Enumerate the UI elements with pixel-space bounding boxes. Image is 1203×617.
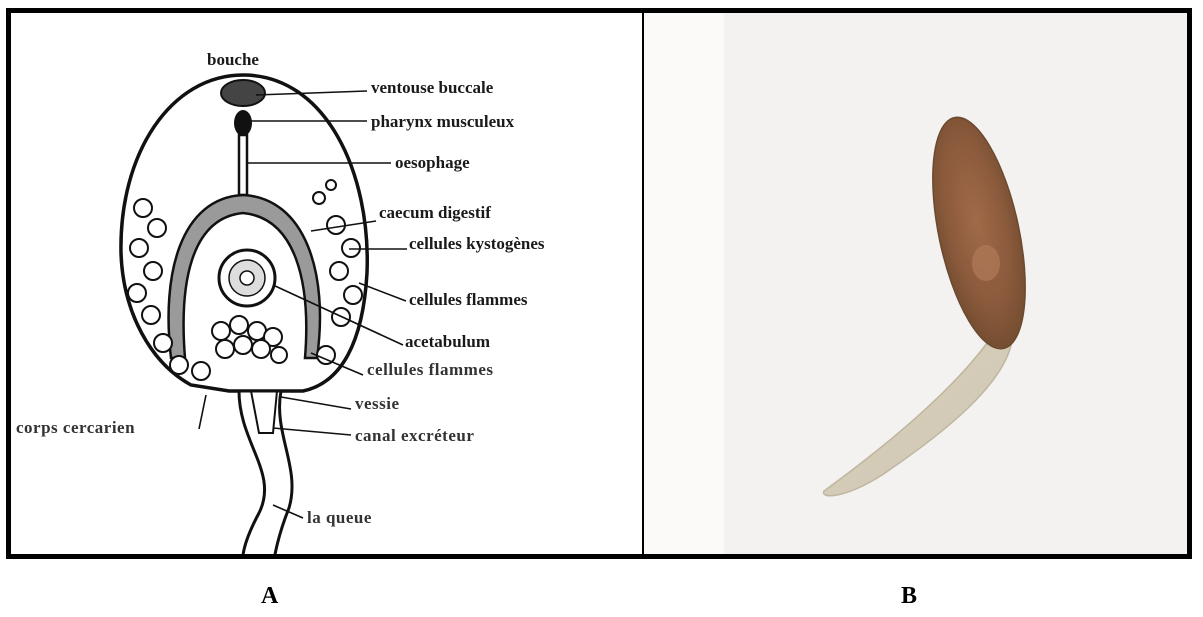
panel-a-diagram: bouche ventouse buccale pharynx musculeu… [11,13,642,554]
label-acetabulum: acetabulum [405,332,490,351]
label-kystogenes: cellules kystogènes [409,234,545,253]
figure-frame: bouche ventouse buccale pharynx musculeu… [6,8,1192,559]
label-flammes-1: cellules flammes [409,290,528,309]
oral-sucker [221,80,265,106]
panel-b-photo [644,13,1187,554]
label-caecum: caecum digestif [379,203,491,222]
tail [239,391,292,554]
cercaria-diagram: bouche ventouse buccale pharynx musculeu… [11,13,642,554]
label-oesophage: oesophage [395,153,470,172]
oesophagus [239,135,247,195]
label-vessie: vessie [355,394,400,413]
caption-b: B [901,583,917,610]
label-bouche: bouche [207,50,259,69]
label-queue: la queue [307,508,372,527]
cercaria-photo [644,13,1187,554]
label-flammes-2: cellules flammes [367,360,494,379]
label-pharynx: pharynx musculeux [371,112,515,131]
label-canal: canal excréteur [355,426,474,445]
label-corps: corps cercarien [16,418,135,437]
caption-a: A [261,583,278,610]
label-ventouse: ventouse buccale [371,78,494,97]
pharynx [234,110,252,136]
